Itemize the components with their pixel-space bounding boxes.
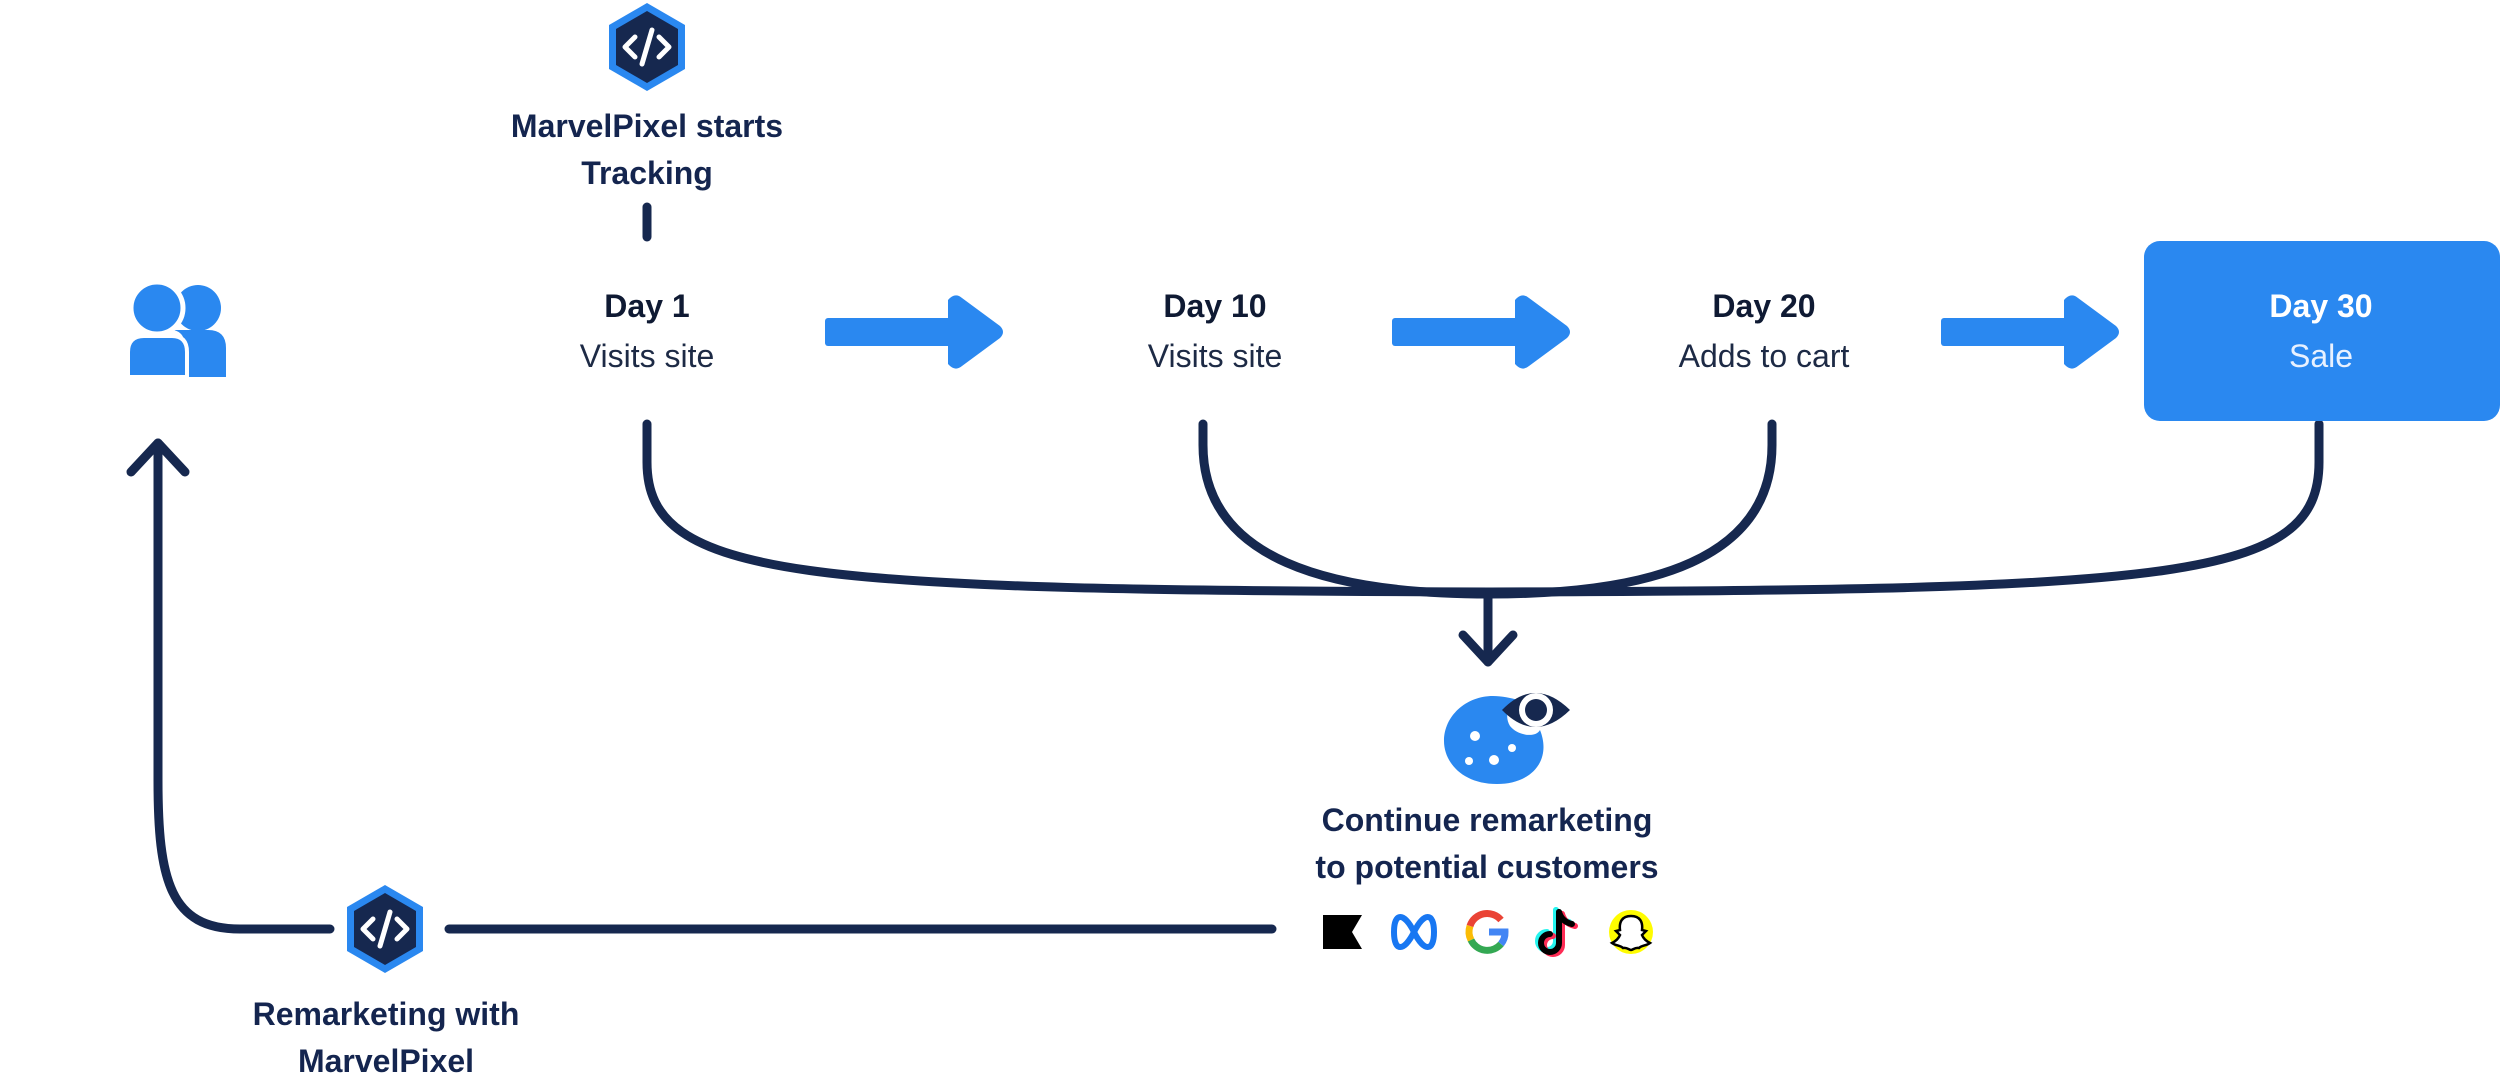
- snapchat-icon: [1609, 910, 1653, 954]
- step-action-30: Sale: [2288, 338, 2354, 374]
- arrow-day1-day10: [825, 295, 1003, 369]
- cookie-eye-icon: [1444, 693, 1570, 784]
- arrow-day20-day30: [1941, 295, 2119, 369]
- sale-step-box: [2144, 241, 2500, 421]
- return-lines: [126, 438, 1277, 934]
- down-arrow: [1458, 593, 1518, 667]
- remarketing-pixel-label-line2: MarvelPixel: [297, 1043, 475, 1079]
- google-icon: [1465, 910, 1509, 954]
- remarketing-pixel-label-line1: Remarketing with: [252, 996, 520, 1032]
- kwai-icon: [1323, 915, 1362, 949]
- remarketing-label-line1: Continue remarketing: [1321, 802, 1653, 838]
- step-day-30: Day 30: [2269, 288, 2373, 324]
- arrow-day10-day20: [1392, 295, 1570, 369]
- convergence-lines: [642, 419, 2324, 599]
- step-action-10: Visits site: [1147, 338, 1283, 374]
- tiktok-icon: [1535, 907, 1578, 957]
- meta-icon: [1390, 914, 1438, 950]
- tracking-label-line2: Tracking: [581, 155, 713, 191]
- step-action-20: Adds to cart: [1678, 338, 1850, 374]
- step-day-10: Day 10: [1163, 288, 1267, 324]
- users-icon: [126, 279, 226, 379]
- code-icon: [609, 3, 685, 91]
- tracking-label-line1: MarvelPixel starts: [510, 108, 784, 144]
- step-day-1: Day 1: [604, 288, 690, 324]
- step-action-1: Visits site: [579, 338, 715, 374]
- code-icon: [347, 885, 423, 973]
- remarketing-label-line2: to potential customers: [1315, 849, 1659, 885]
- step-day-20: Day 20: [1712, 288, 1816, 324]
